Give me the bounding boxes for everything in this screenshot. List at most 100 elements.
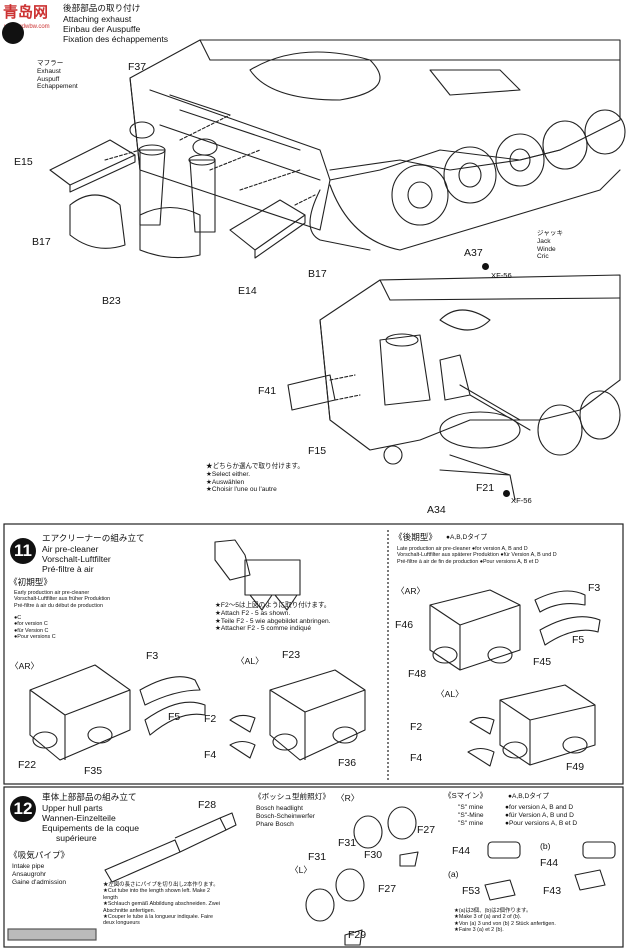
paint-dot-icon bbox=[482, 263, 489, 270]
step12-title-jp: 車体上部部品の組み立て bbox=[42, 792, 137, 802]
part-label-f31-left: F31 bbox=[308, 851, 327, 863]
paint-xf56-bottom: XF-56 bbox=[511, 496, 532, 505]
early-line-fr: Pré-filtre à air du début de production bbox=[14, 602, 103, 609]
select-note-de: ★Auswählen bbox=[206, 478, 245, 486]
late-version-jp: ●A,B,Dタイプ bbox=[446, 534, 487, 541]
part-label-f53: F53 bbox=[462, 885, 481, 897]
part-label-f15: F15 bbox=[308, 445, 327, 457]
early-version-en: ●for version C bbox=[14, 621, 48, 628]
step11-title-jp: エアクリーナーの組み立て bbox=[42, 533, 145, 543]
intake-line-de: Ansaugrohr bbox=[12, 870, 47, 878]
step12-title-fr1: Equipements de la coque bbox=[42, 823, 139, 833]
select-note-jp: ★どちらか選んで取り付けます。 bbox=[206, 463, 304, 470]
step12-title-fr2: supérieure bbox=[56, 833, 97, 843]
part-label-b17-left: B17 bbox=[32, 236, 51, 248]
part-label-f41: F41 bbox=[258, 385, 277, 397]
part-label-f46: F46 bbox=[395, 619, 414, 631]
cut-note-de-1: ★Schlauch gemäß Abbildung abschneiden. Z… bbox=[103, 901, 220, 908]
headlight-l-label: 〈L〉 bbox=[290, 865, 312, 875]
part-label-f3-early: F3 bbox=[146, 650, 159, 662]
part-label-f5-early: F5 bbox=[168, 711, 181, 723]
step10-title-en: Attaching exhaust bbox=[63, 14, 132, 24]
attach-note-fr: ★Attacher F2 - 5 comme indiqué bbox=[215, 625, 312, 633]
cut-note-en-2: length bbox=[103, 894, 118, 901]
part-label-f36: F36 bbox=[338, 757, 357, 769]
make-note-jp: ★(a)は3個、(b)は2個作ります。 bbox=[454, 908, 532, 914]
cut-tube-note: ★左図の長さにパイプを切り出し2本作ります。 ★Cut tube into th… bbox=[103, 882, 220, 927]
muffler-jp: マフラー bbox=[37, 60, 64, 67]
part-label-b23: B23 bbox=[102, 295, 121, 307]
make-note-fr: ★Faire 3 (a) et 2 (b). bbox=[454, 927, 504, 934]
s-mine-lines: "S" mine "S"-Mine "S" mine bbox=[458, 804, 484, 827]
early-line-de: Vorschalt-Luftfilter aus früher Produkti… bbox=[14, 596, 111, 603]
intake-line-fr: Gaine d'admission bbox=[12, 878, 67, 886]
step-10-number-badge bbox=[2, 22, 24, 44]
jack-jp: ジャッキ bbox=[537, 230, 564, 237]
s-mine-version-jp: ●A,B,Dタイプ bbox=[508, 793, 549, 800]
paint-dot-icon bbox=[503, 490, 510, 497]
ar-label-early: 〈AR〉 bbox=[10, 661, 40, 671]
step11-title-de: Vorschalt-Luftfilter bbox=[42, 554, 111, 564]
part-label-e15: E15 bbox=[14, 156, 33, 168]
early-version-de: ●für Version C bbox=[14, 627, 49, 634]
step11-title-en: Air pre-cleaner bbox=[42, 544, 99, 554]
part-label-f49: F49 bbox=[566, 761, 585, 773]
s-mine-version-fr: ●Pour versions A, B et D bbox=[505, 819, 578, 827]
early-version-fr: ●Pour versions C bbox=[14, 634, 56, 641]
part-label-f5-late: F5 bbox=[572, 634, 585, 646]
part-label-f2-late: F2 bbox=[410, 721, 423, 733]
late-production-lines: Late production air pre-cleaner ●for ver… bbox=[397, 546, 557, 565]
select-note-fr: ★Choisir l'une ou l'autre bbox=[206, 486, 277, 494]
part-label-b17-right: B17 bbox=[308, 268, 327, 280]
part-label-f45: F45 bbox=[533, 656, 552, 668]
s-mine-en: "S" mine bbox=[458, 804, 484, 811]
step12-title-en: Upper hull parts bbox=[42, 803, 103, 813]
part-label-f44-a: F44 bbox=[452, 845, 471, 857]
bosch-title: 《ボッシュ型前照灯》 bbox=[254, 792, 330, 801]
part-label-f30: F30 bbox=[364, 849, 383, 861]
intake-line-en: Intake pipe bbox=[12, 863, 45, 870]
part-label-f3-late: F3 bbox=[588, 582, 601, 594]
make-note-en: ★Make 3 of (a) and 2 of (b). bbox=[454, 914, 522, 921]
muffler-en: Exhaust bbox=[37, 67, 61, 75]
s-mine-version-en: ●for version A, B and D bbox=[505, 804, 574, 811]
bosch-line-de: Bosch-Scheinwerfer bbox=[256, 812, 316, 820]
part-label-f22: F22 bbox=[18, 759, 37, 771]
part-label-f4-late: F4 bbox=[410, 752, 423, 764]
part-label-e14: E14 bbox=[238, 285, 257, 297]
paint-xf56-top: XF-56 bbox=[491, 271, 512, 280]
jack-fr: Cric bbox=[537, 253, 549, 261]
part-label-f27-left: F27 bbox=[378, 883, 397, 895]
step-12-number: 12 bbox=[10, 796, 36, 822]
watermark-logo: 青岛网 bbox=[3, 4, 48, 22]
cut-note-jp: ★左図の長さにパイプを切り出し2本作ります。 bbox=[103, 882, 219, 888]
late-production-title: 《後期型》 bbox=[394, 532, 437, 542]
part-label-f28: F28 bbox=[198, 799, 217, 811]
part-label-f44-b: F44 bbox=[540, 857, 559, 869]
step12-title-de: Wannen-Einzelteile bbox=[42, 813, 116, 823]
intake-pipe-lines: Intake pipe Ansaugrohr Gaine d'admission bbox=[12, 863, 66, 886]
jack-label: ジャッキ Jack Winde Cric bbox=[537, 230, 563, 261]
variant-a-label: (a) bbox=[448, 869, 459, 879]
part-label-f29: F29 bbox=[348, 929, 367, 941]
part-label-f35: F35 bbox=[84, 765, 103, 777]
early-versions: ●C ●for version C ●für Version C ●Pour v… bbox=[14, 615, 56, 641]
part-label-f4-early: F4 bbox=[204, 749, 217, 761]
attach-note-de: ★Teile F2 - 5 wie abgebildet anbringen. bbox=[215, 617, 331, 625]
early-version-jp: ●C bbox=[14, 615, 22, 621]
headlight-r-label: 〈R〉 bbox=[336, 793, 360, 803]
part-label-f27-right: F27 bbox=[417, 824, 436, 836]
step10-title-jp: 後部部品の取り付け bbox=[63, 3, 141, 13]
s-mine-de: "S"-Mine bbox=[458, 811, 484, 819]
late-line-de: Vorschalt-Luftfilter aus späterer Produk… bbox=[397, 552, 557, 559]
select-either-note: ★どちらか選んで取り付けます。 ★Select either. ★Auswähl… bbox=[206, 463, 304, 494]
step10-title-fr: Fixation des échappements bbox=[63, 34, 169, 44]
late-line-en: Late production air pre-cleaner ●for ver… bbox=[397, 546, 528, 552]
bosch-line-en: Bosch headlight bbox=[256, 805, 303, 812]
jack-en: Jack bbox=[537, 237, 551, 245]
part-label-a37: A37 bbox=[464, 247, 483, 259]
watermark-logo-text: 青岛网 bbox=[3, 4, 49, 21]
late-line-fr: Pré-filtre à air de fin de production ●P… bbox=[397, 558, 539, 565]
al-label-early: 〈AL〉 bbox=[236, 656, 264, 666]
s-mine-fr: "S" mine bbox=[458, 819, 484, 827]
